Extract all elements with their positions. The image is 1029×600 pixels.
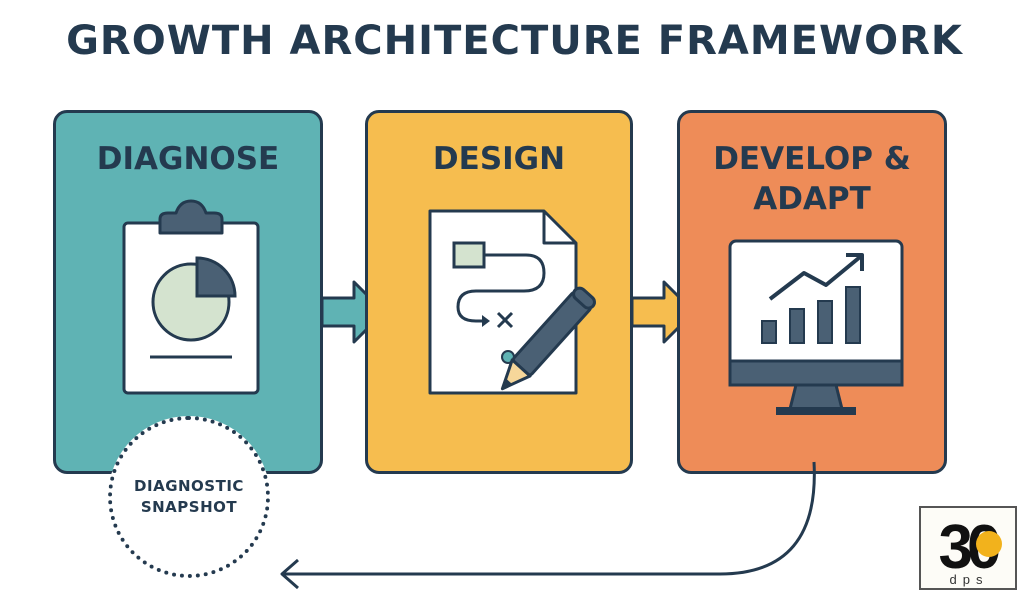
step-design: DESIGN [365,110,633,474]
step-diagnose: DIAGNOSE [53,110,323,474]
step-develop-adapt: DEVELOP & ADAPT [677,110,947,474]
document-pencil-icon [428,209,596,395]
logo-text: dps [950,572,989,587]
diagnostic-snapshot-label: DIAGNOSTIC SNAPSHOT [134,477,244,516]
step-develop-adapt-label: DEVELOP & ADAPT [713,141,911,217]
step-design-label: DESIGN [432,141,566,177]
logo: 30 dps [919,506,1017,590]
diagnostic-snapshot-circle: DIAGNOSTIC SNAPSHOT [108,416,270,578]
diagram-title: GROWTH ARCHITECTURE FRAMEWORK [66,18,963,64]
step-diagnose-label: DIAGNOSE [96,141,280,177]
clipboard-pie-chart-icon [122,199,260,395]
logo-mark: 30 dps [939,513,1005,587]
monitor-bar-chart-icon [728,239,904,415]
